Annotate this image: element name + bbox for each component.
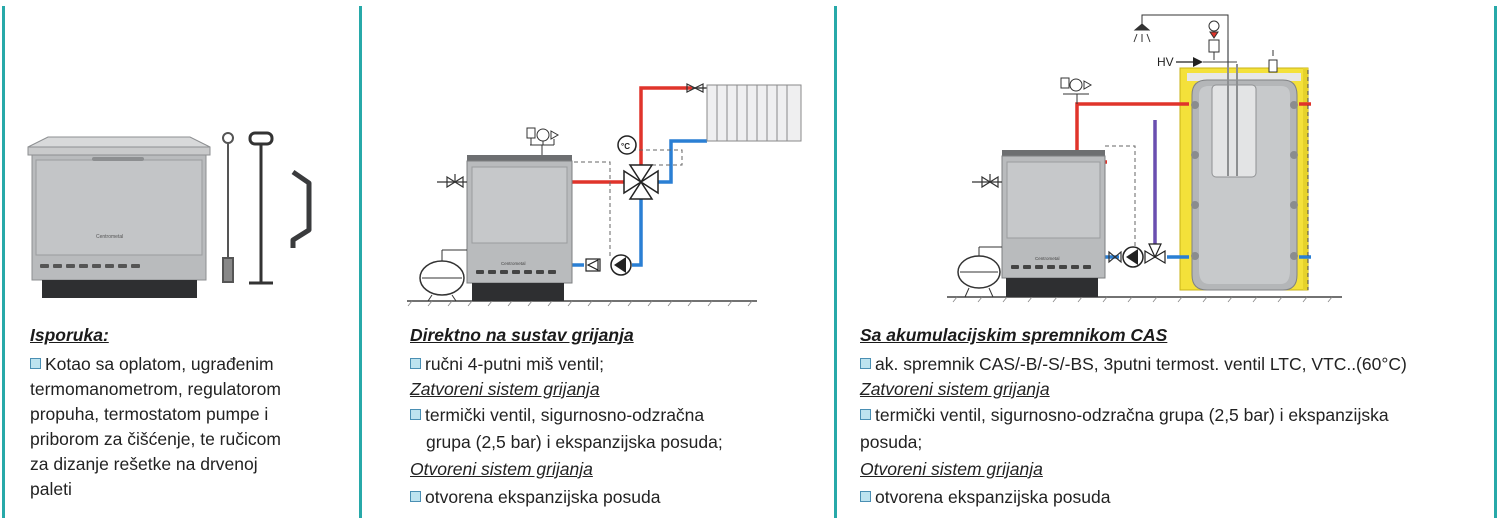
bullet-icon bbox=[30, 358, 41, 369]
thermostat-icon: °C bbox=[617, 135, 637, 155]
floor-line bbox=[407, 300, 757, 307]
left-border-divider bbox=[2, 6, 5, 518]
lifting-handle-image bbox=[248, 131, 274, 285]
closed-system-line: posuda; bbox=[860, 432, 923, 452]
bullet-icon bbox=[860, 409, 871, 420]
delivery-heading: Isporuka: bbox=[30, 325, 109, 345]
open-system-line: otvorena ekspanzijska posuda bbox=[410, 487, 660, 508]
expansion-vessel-icon bbox=[957, 246, 1002, 298]
bullet-icon bbox=[410, 409, 421, 420]
direct-option-line: ručni 4-putni miš ventil; bbox=[410, 354, 604, 375]
storage-tank-heading: Sa akumulacijskim spremnikom CAS bbox=[860, 325, 1168, 345]
svg-text:Centrometal: Centrometal bbox=[1035, 256, 1060, 261]
bullet-icon bbox=[860, 358, 871, 369]
panel-delivery: Centrometal Isporuka: Kotao sa oplatom, … bbox=[0, 0, 359, 518]
floor-line bbox=[947, 296, 1342, 303]
panel-divider-2 bbox=[834, 6, 837, 518]
panel-divider-1 bbox=[359, 6, 362, 518]
shower-icon bbox=[1133, 14, 1229, 43]
hot-pipe bbox=[639, 86, 692, 165]
circulation-pump-icon bbox=[610, 254, 632, 276]
drain-valve-icon bbox=[437, 174, 467, 189]
closed-system-line: termički ventil, sigurnosno-odzračna gru… bbox=[860, 405, 1389, 426]
check-valve-icon bbox=[585, 258, 601, 272]
direct-heating-heading: Direktno na sustav grijanja bbox=[410, 325, 634, 345]
open-system-title: Otvoreni sistem grijanja bbox=[410, 459, 593, 479]
storage-tank-icon bbox=[1179, 67, 1309, 291]
delivery-text-line: priborom za čišćenje, te ručicom bbox=[30, 429, 281, 449]
delivery-text-line: Kotao sa oplatom, ugrađenim bbox=[30, 354, 274, 375]
safety-valve-icon bbox=[1208, 20, 1278, 73]
radiator-icon bbox=[706, 84, 802, 142]
bullet-icon bbox=[410, 358, 421, 369]
bullet-icon bbox=[860, 491, 871, 502]
cold-pipe bbox=[658, 139, 707, 184]
three-way-valve-icon bbox=[1144, 243, 1166, 265]
closed-system-line: grupa (2,5 bar) i ekspanzijska posuda; bbox=[426, 432, 723, 452]
bullet-icon bbox=[410, 491, 421, 502]
open-system-title: Otvoreni sistem grijanja bbox=[860, 459, 1043, 479]
safety-group-icon bbox=[526, 127, 560, 155]
svg-text:Centrometal: Centrometal bbox=[96, 234, 123, 240]
mixing-valve-4way-icon bbox=[623, 164, 659, 200]
boiler-icon: Centrometal bbox=[1001, 150, 1106, 297]
boiler-icon: Centrometal bbox=[466, 155, 573, 301]
safety-group-icon bbox=[1060, 77, 1093, 104]
radiator-valve-icon bbox=[686, 83, 704, 93]
open-system-line: otvorena ekspanzijska posuda bbox=[860, 487, 1110, 508]
delivery-text-line: propuha, termostatom pumpe i bbox=[30, 404, 269, 424]
panel-storage-tank: HV bbox=[837, 0, 1494, 518]
delivery-text-line: za dizanje rešetke na drvenoj bbox=[30, 454, 258, 474]
svg-text:HV: HV bbox=[1157, 55, 1174, 69]
direct-heating-diagram: °C Centrometal bbox=[407, 83, 802, 307]
delivery-illustration: Centrometal bbox=[27, 131, 312, 298]
svg-text:Centrometal: Centrometal bbox=[501, 261, 526, 266]
hook-tool-image bbox=[290, 169, 312, 248]
delivery-text-line: termomanometrom, regulatorom bbox=[30, 379, 281, 399]
closed-system-line: termički ventil, sigurnosno-odzračna bbox=[410, 405, 704, 426]
storage-option-line: ak. spremnik CAS/-B/-S/-BS, 3putni termo… bbox=[860, 354, 1407, 375]
cold-water-inlet: HV bbox=[1157, 55, 1237, 69]
delivery-text-line: paleti bbox=[30, 479, 72, 499]
inlet-valve-icon bbox=[1108, 250, 1122, 264]
right-border-divider bbox=[1494, 6, 1497, 518]
closed-system-title: Zatvoreni sistem grijanja bbox=[860, 379, 1050, 399]
circulation-pump-icon bbox=[1122, 246, 1144, 268]
storage-tank-diagram: HV bbox=[947, 14, 1342, 303]
boiler-stove-image: Centrometal bbox=[27, 136, 211, 298]
expansion-vessel-icon bbox=[419, 249, 467, 302]
drain-valve-icon bbox=[972, 174, 1002, 189]
cold-pipe bbox=[632, 198, 643, 267]
poker-tool-image bbox=[222, 132, 234, 283]
panel-direct-heating: °C Centrometal bbox=[362, 0, 834, 518]
svg-text:°C: °C bbox=[621, 142, 630, 151]
closed-system-title: Zatvoreni sistem grijanja bbox=[410, 379, 600, 399]
pipes bbox=[567, 86, 707, 267]
